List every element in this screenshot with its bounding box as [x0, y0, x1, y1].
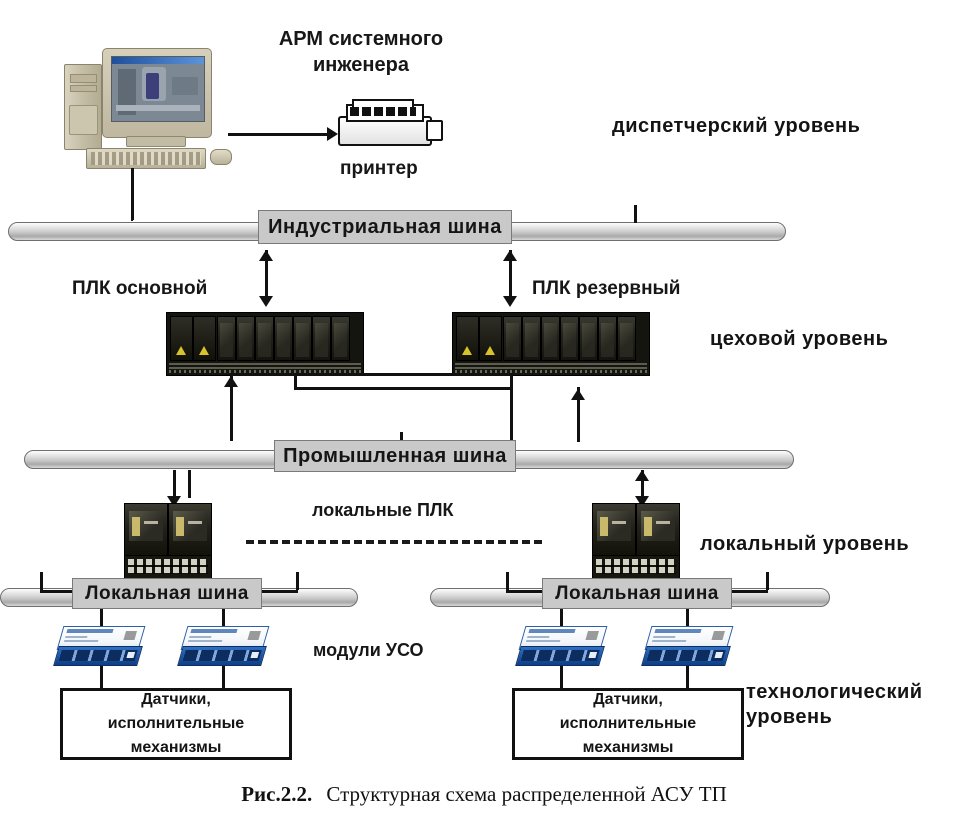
level-title-dispatcher: диспетчерский уровень: [612, 115, 861, 137]
keyboard-icon: [86, 148, 206, 169]
desktop-computer-icon: [64, 48, 234, 170]
bus-to-local-plc-left-line: [173, 470, 176, 498]
local-plc-label: локальные ПЛК: [312, 500, 454, 520]
bus-to-plc-main-arrow: [259, 296, 273, 307]
bus-to-plc-main-line: [265, 250, 268, 298]
figure-caption-number: Рис.2.2.: [241, 782, 313, 806]
io-module-left-1-icon: [53, 626, 146, 668]
plc-rack-backup-icon: [452, 312, 650, 376]
bus-industrial-label: Индустриальная шина: [258, 210, 512, 244]
field-box-left-label: Датчики, исполнительные механизмы: [107, 691, 245, 756]
bus-to-plc-backup-arrow: [503, 296, 517, 307]
bus-industrial-tee-right: [634, 205, 637, 223]
field-box-right-label: Датчики, исполнительные механизмы: [559, 691, 697, 756]
local-plc-group-divider: [246, 540, 542, 544]
pc-bus-drop: [131, 168, 134, 220]
bus-local-left-tee-a: [40, 572, 43, 590]
mouse-icon: [210, 149, 232, 165]
level-title-process: технологический уровень: [746, 681, 923, 728]
field-box-right: Датчики, исполнительные механизмы: [512, 688, 744, 760]
bus-to-uso-l1: [100, 606, 103, 628]
bus-local-right-tee-b-h: [728, 590, 768, 593]
bus-plant-label: Промышленная шина: [274, 440, 516, 472]
io-module-right-2-icon: [641, 626, 734, 668]
io-module-right-1-icon: [515, 626, 608, 668]
plc-rack-main-icon: [166, 312, 364, 376]
level-title-local: локальный уровень: [700, 533, 910, 555]
plc-backup-to-bus-arrow: [503, 250, 517, 261]
pc-printer-arrowhead: [327, 127, 338, 141]
plc-main-label: ПЛК основной: [72, 278, 208, 299]
bus-local-right-tee-a-h: [506, 590, 546, 593]
plc-redundancy-link: [230, 373, 510, 376]
uso-to-field-r2: [686, 666, 689, 688]
plc-main-drop-arrow-up: [224, 376, 238, 387]
pc-screen-icon: [111, 56, 205, 122]
uso-to-field-l1: [100, 666, 103, 688]
uso-to-field-r1: [560, 666, 563, 688]
bus-to-uso-r2: [686, 606, 689, 628]
bus-local-right-tee-b: [766, 572, 769, 590]
pc-bus-tee: [131, 218, 133, 221]
workstation-label: АРМ системного инженера: [278, 28, 444, 76]
plc-backup-drop: [510, 373, 513, 441]
uso-to-field-l2: [222, 666, 225, 688]
bus-to-local-plc-left-line2: [188, 470, 191, 498]
plc-redundancy-cross: [294, 387, 512, 390]
bus-local-left-tee-a-h: [40, 590, 78, 593]
plc-backup-label: ПЛК резервный: [532, 278, 681, 299]
figure-caption-text: Структурная схема распределенной АСУ ТП: [326, 782, 727, 806]
bus-to-local-plc-left-arrow: [167, 496, 181, 507]
plc-backup-bus-drop: [577, 387, 580, 442]
plc-main-to-bus-arrow: [259, 250, 273, 261]
bus-local-right-tee-a: [506, 572, 509, 590]
bus-to-uso-l2: [222, 606, 225, 628]
bus-to-plc-backup-line: [509, 250, 512, 298]
plc-main-drop: [230, 373, 233, 441]
io-modules-label: модули УСО: [313, 640, 424, 660]
printer-icon: [338, 98, 443, 148]
bus-local-left-tee-b-h: [258, 590, 298, 593]
bus-local-left-tee-b: [296, 572, 299, 590]
bus-local-right-label: Локальная шина: [542, 578, 732, 609]
bus-to-local-plc-right-line: [641, 470, 644, 498]
bus-to-local-plc-right-arrow: [635, 496, 649, 507]
bus-local-left-label: Локальная шина: [72, 578, 262, 609]
pc-tower-icon: [64, 64, 102, 150]
pc-monitor-icon: [102, 48, 212, 138]
local-plc-left-icon: [124, 503, 212, 579]
bus-to-uso-r1: [560, 606, 563, 628]
pc-printer-link: [228, 133, 328, 136]
plc-redundancy-left-stub: [294, 373, 297, 389]
printer-label: принтер: [340, 158, 418, 179]
level-title-shop: цеховой уровень: [710, 328, 889, 350]
figure-caption: Рис.2.2. Структурная схема распределенно…: [0, 782, 968, 807]
plc-backup-drop-arrow-up: [571, 389, 585, 400]
io-module-left-2-icon: [177, 626, 270, 668]
field-box-left: Датчики, исполнительные механизмы: [60, 688, 292, 760]
local-plc-right-icon: [592, 503, 680, 579]
bus-plant-tee-top: [400, 432, 403, 444]
local-plc-right-to-bus-arrow: [635, 470, 649, 481]
